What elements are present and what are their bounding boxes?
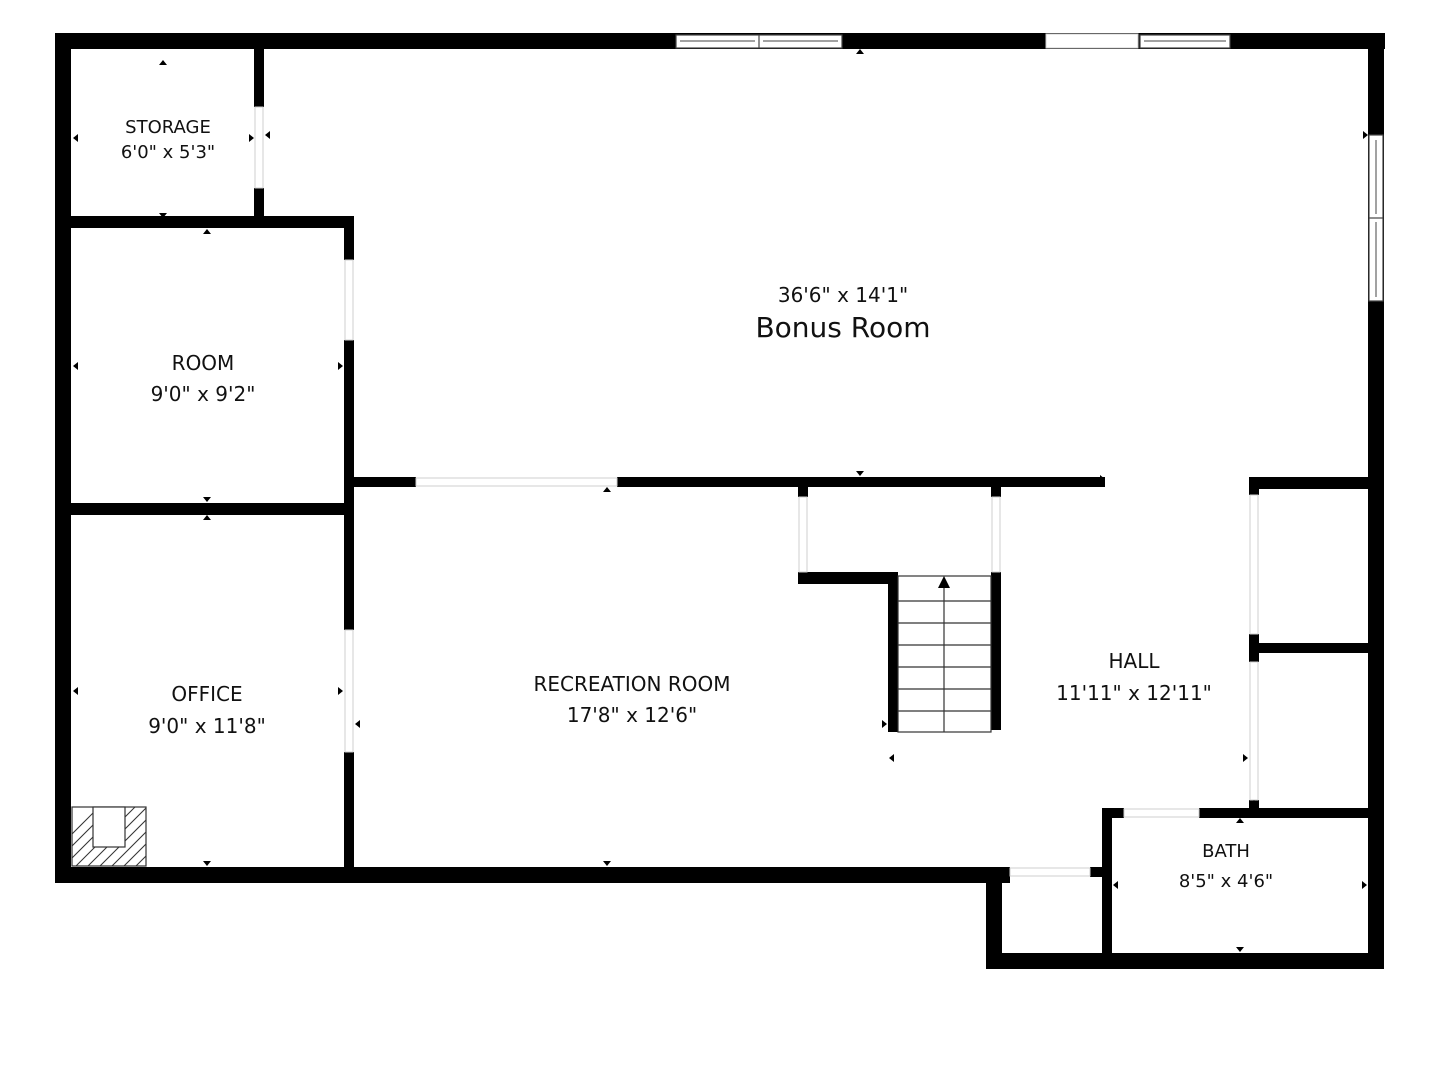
marker-icon [603,861,611,866]
hall-name: HALL [1108,649,1160,673]
office-dims: 9'0" x 11'8" [148,714,266,738]
marker-icon [338,687,343,695]
marker-icon [1100,475,1105,483]
dimension-markers [73,49,1368,952]
office-name: OFFICE [171,682,242,706]
marker-icon [1363,131,1368,139]
storage-dims: 6'0" x 5'3" [121,142,215,163]
marker-icon [856,471,864,476]
recreation-room-name: RECREATION ROOM [534,672,731,696]
bonus-room-dims: 36'6" x 14'1" [778,283,908,307]
marker-icon [1113,881,1118,889]
marker-icon [856,49,864,54]
marker-icon [73,134,78,142]
marker-icon [338,362,343,370]
hall-dims: 11'11" x 12'11" [1056,681,1212,705]
bath-dims: 8'5" x 4'6" [1179,871,1273,892]
marker-icon [159,213,167,218]
windows [675,33,1384,302]
marker-icon [603,487,611,492]
room-name: ROOM [172,351,235,375]
marker-icon [1243,754,1248,762]
marker-icon [73,362,78,370]
staircase [897,575,992,733]
room-labels: 36'6" x 14'1" Bonus Room STORAGE 6'0" x … [121,117,1273,892]
marker-icon [203,515,211,520]
marker-icon [1362,881,1367,889]
marker-icon [889,754,894,762]
marker-icon [1250,800,1258,805]
marker-icon [1236,818,1244,823]
marker-icon [882,720,887,728]
marker-icon [159,60,167,65]
marker-icon [355,720,360,728]
recreation-room-dims: 17'8" x 12'6" [567,703,697,727]
bonus-room-name: Bonus Room [755,311,930,344]
fireplace [71,806,147,867]
marker-icon [249,134,254,142]
marker-icon [265,131,270,139]
room-dims: 9'0" x 9'2" [151,382,256,406]
marker-icon [203,229,211,234]
bath-name: BATH [1202,841,1250,862]
marker-icon [73,687,78,695]
storage-name: STORAGE [125,117,211,138]
stair-direction-arrow-icon [938,576,950,588]
marker-icon [203,861,211,866]
marker-icon [203,497,211,502]
interior-walls [71,49,1369,968]
marker-icon [1236,947,1244,952]
door-openings [254,106,1259,877]
